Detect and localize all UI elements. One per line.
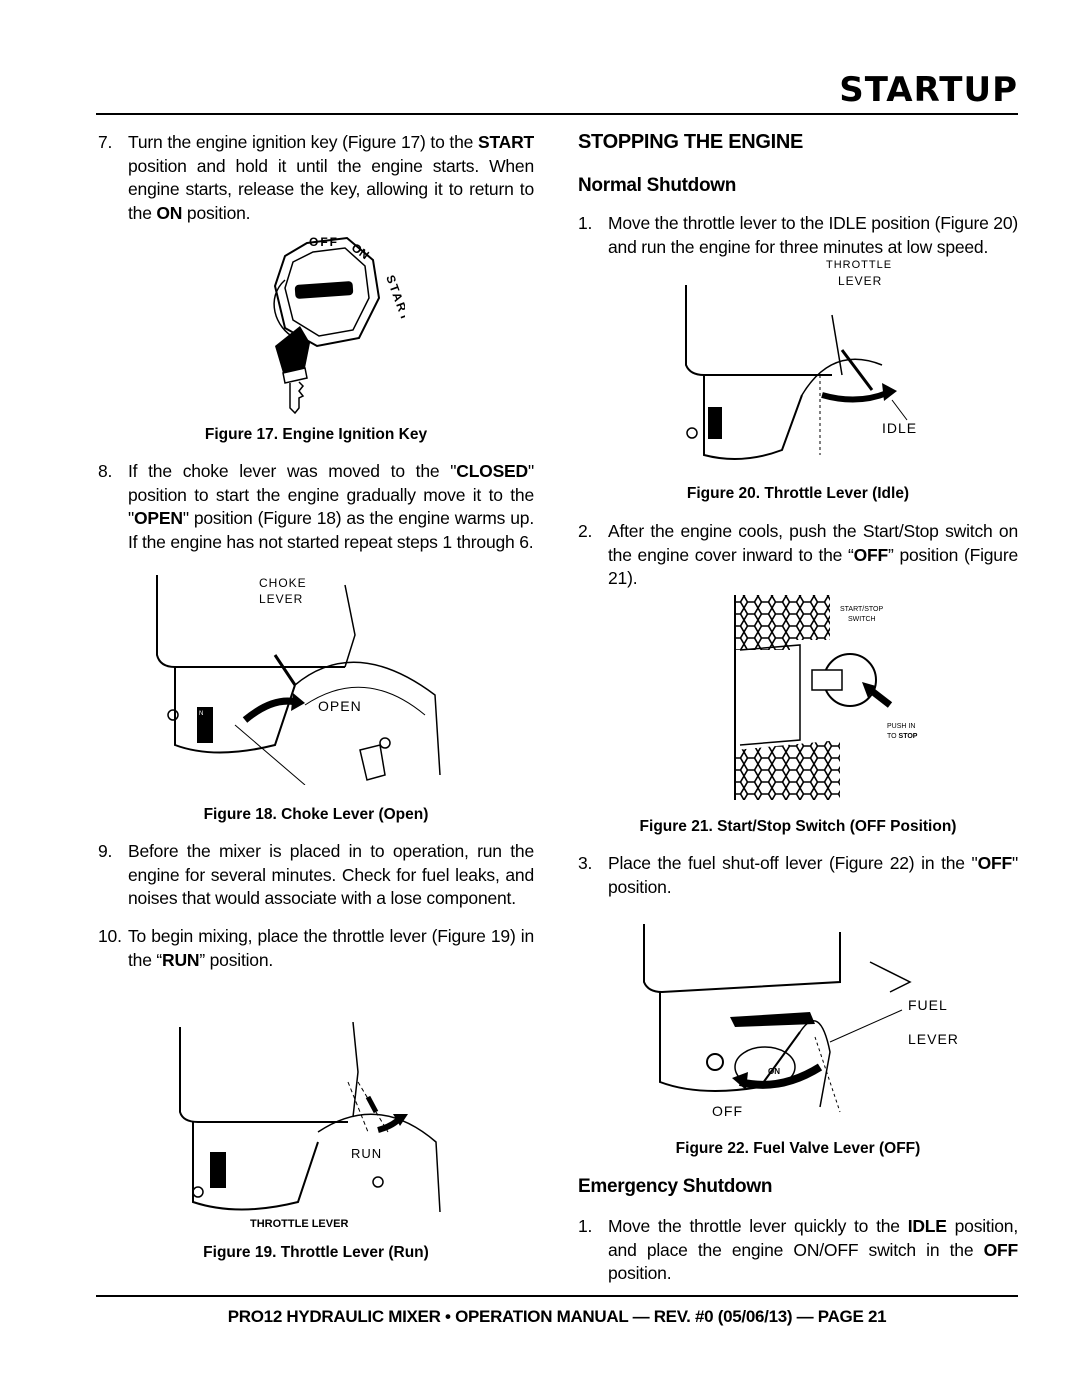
step-9: 9. Before the mixer is placed in to oper… <box>98 841 534 908</box>
step-2-normal: 2. After the engine cools, push the Star… <box>578 521 1019 588</box>
figure-19-caption: Figure 19. Throttle Lever (Run) <box>203 1244 429 1261</box>
fig21-stop-label: STOP <box>899 733 918 740</box>
section-title-stopping: STOPPING THE ENGINE <box>578 131 804 153</box>
fig17-start-label: START <box>383 273 405 324</box>
step-1-normal: 1. Move the throttle lever to the IDLE p… <box>578 213 1018 257</box>
figure-17-caption: Figure 17. Engine Ignition Key <box>204 426 428 443</box>
step-7: 7. Turn the engine ignition key (Figure … <box>98 132 534 223</box>
figure-20-caption: Figure 20. Throttle Lever (Idle) <box>686 485 910 502</box>
fig21-push-in-label: PUSH IN <box>887 723 915 730</box>
header-rule <box>96 113 1018 115</box>
choke-lever-figure: N CHOKE LEVER OPEN <box>156 575 441 785</box>
fig18-open-label: OPEN <box>318 698 362 714</box>
throttle-idle-figure: THROTTLE LEVER IDLE <box>685 259 917 460</box>
throttle-run-figure: RUN THROTTLE LEVER <box>179 1022 441 1230</box>
step-8: 8. If the choke lever was moved to the "… <box>98 461 534 552</box>
svg-text:TO STOP: TO STOP <box>887 733 918 740</box>
fig19-run-label: RUN <box>351 1146 382 1161</box>
fig22-lever-label: LEVER <box>908 1031 959 1047</box>
fig20-throttle-label: THROTTLE <box>826 259 892 271</box>
fig22-off-label: OFF <box>712 1103 743 1119</box>
fig18-lever-label: LEVER <box>259 592 303 606</box>
figure-18-caption: Figure 18. Choke Lever (Open) <box>203 806 429 823</box>
subsection-emergency-shutdown: Emergency Shutdown <box>578 1176 773 1197</box>
footer-rule <box>96 1295 1018 1297</box>
fig21-to-label: TO <box>887 733 899 740</box>
step-3-normal: 3. Place the fuel shut-off lever (Figure… <box>578 853 1018 897</box>
fig18-choke-label: CHOKE <box>259 576 307 590</box>
svg-text:N: N <box>199 711 203 717</box>
subsection-normal-shutdown: Normal Shutdown <box>578 175 737 196</box>
ignition-key-figure: OFF ON START <box>273 235 405 415</box>
fig19-throttle-lever-label: THROTTLE LEVER <box>250 1218 348 1230</box>
fig17-off-label: OFF <box>309 235 339 249</box>
step-10: 10. To begin mixing, place the throttle … <box>98 926 534 970</box>
page-footer: PRO12 HYDRAULIC MIXER • OPERATION MANUAL… <box>227 1307 887 1326</box>
page-header-title: STARTUP <box>839 70 1018 110</box>
figure-22-caption: Figure 22. Fuel Valve Lever (OFF) <box>675 1140 921 1157</box>
fuel-valve-figure: FUEL LEVER OFF ON <box>643 924 959 1119</box>
start-stop-switch-figure: START/STOP SWITCH PUSH IN TO STOP <box>734 595 918 800</box>
step-1-emergency: 1. Move the throttle lever quickly to th… <box>578 1216 1019 1283</box>
fig20-idle-label: IDLE <box>882 420 917 436</box>
fig21-start-stop-label: START/STOP <box>840 606 884 613</box>
fig22-on-label: ON <box>768 1067 780 1076</box>
fig22-fuel-label: FUEL <box>908 997 948 1013</box>
figure-21-caption: Figure 21. Start/Stop Switch (OFF Positi… <box>639 818 957 835</box>
fig21-switch-label: SWITCH <box>848 616 876 623</box>
fig20-lever-label: LEVER <box>838 274 882 288</box>
